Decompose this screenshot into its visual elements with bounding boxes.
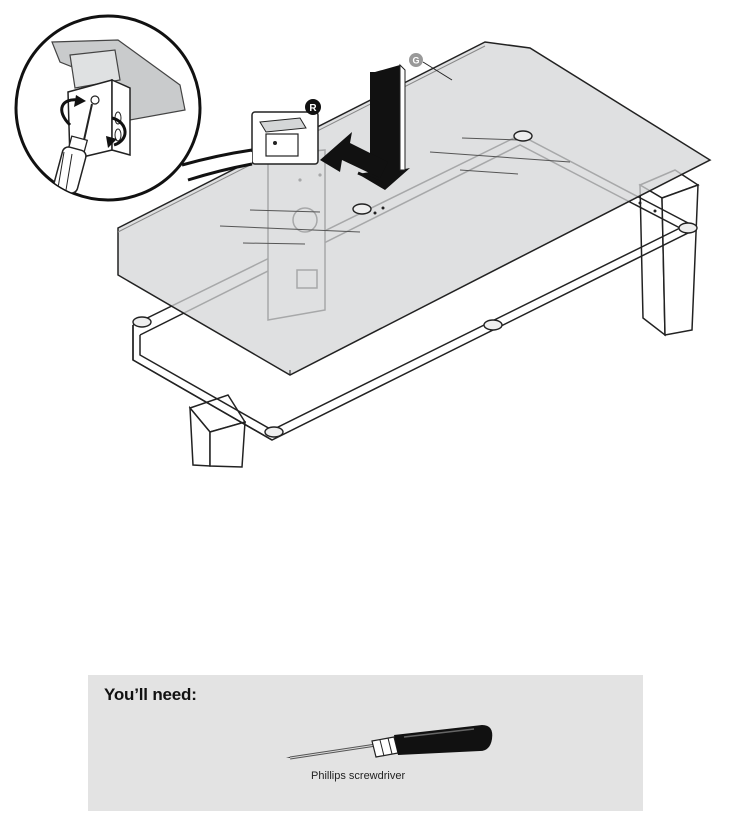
tools-needed-title: You’ll need: <box>104 685 197 704</box>
frame-front-rail <box>132 325 273 441</box>
phillips-screwdriver-icon <box>286 725 493 760</box>
callout-glass: G <box>409 53 453 81</box>
callout-bracket: R <box>305 99 321 115</box>
zoom-detail-bubble <box>14 14 253 202</box>
bracket-detail-box <box>251 111 319 165</box>
leg-front-left <box>188 394 247 468</box>
callout-bracket-label: R <box>309 103 317 114</box>
screwdriver-label: Phillips screwdriver <box>311 770 406 782</box>
slide-arrow-icon <box>320 132 388 185</box>
glass-shelf <box>117 41 712 376</box>
rubber-pads <box>132 130 698 438</box>
tools-needed-panel: You’ll need: Phillips screwdriver <box>88 675 643 811</box>
callout-glass-label: G <box>412 56 419 66</box>
assembly-illustration: G R <box>14 14 712 468</box>
